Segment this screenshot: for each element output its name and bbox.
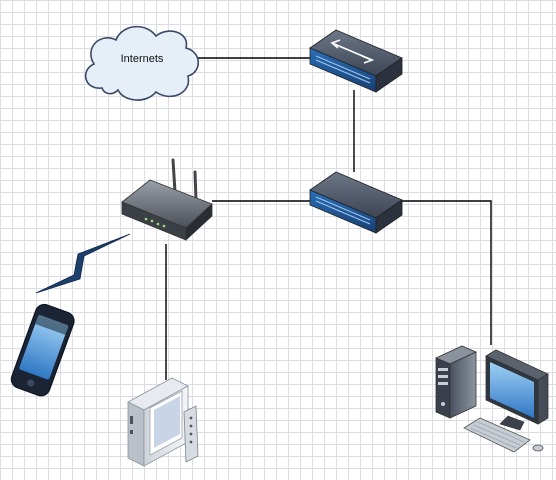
switch-icon: [309, 171, 403, 234]
edge-switch-middle-workstation: [400, 200, 492, 345]
media-center[interactable]: [127, 377, 199, 467]
wireless-router[interactable]: [121, 158, 213, 241]
switch-icon: [309, 29, 403, 93]
media-pc-icon: [127, 377, 199, 467]
wireless-link-icon: [35, 233, 131, 294]
switch-middle[interactable]: [309, 171, 403, 234]
cloud-icon: [84, 25, 200, 101]
wireless-router-icon: [121, 158, 213, 241]
connectors: [165, 57, 492, 380]
internet-cloud[interactable]: Internets: [84, 25, 200, 101]
smartphone[interactable]: [9, 302, 77, 398]
internet-label: Internets: [121, 53, 164, 65]
desktop-pc-icon: [435, 345, 549, 453]
workstation[interactable]: [435, 345, 549, 453]
switch-top[interactable]: [309, 29, 403, 93]
smartphone-icon: [10, 303, 75, 397]
